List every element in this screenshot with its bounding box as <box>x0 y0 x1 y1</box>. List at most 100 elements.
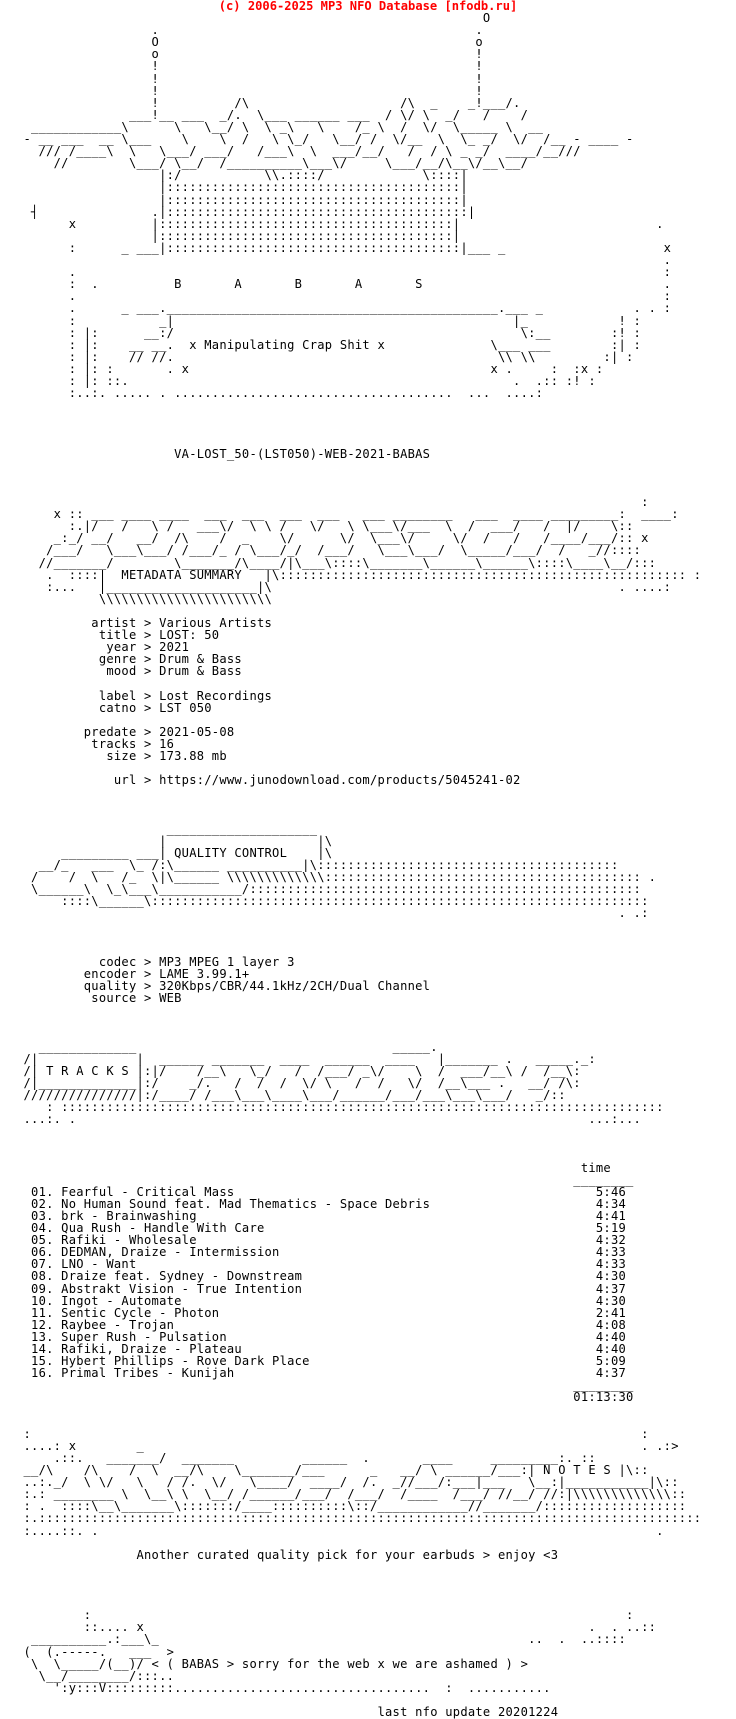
nfo-line: \______\ \_\___\___________/::::::::::::… <box>16 882 642 897</box>
nfo-line: :... |____________________|\ . ....: <box>16 579 672 594</box>
nfo-line: 03. brk - Brainwashing 4:41 <box>16 1208 627 1223</box>
nfo-line: . . <box>16 23 483 38</box>
nfo-line: ! ! <box>16 83 483 98</box>
nfo-line: tracks > 16 <box>16 737 175 751</box>
nfo-line: catno > LST 050 <box>16 700 212 715</box>
nfo-line: encoder > LAME 3.99.1+ <box>16 966 250 981</box>
nfo-line: \__/________/:::.. <box>16 1668 175 1683</box>
nfo-line: ! ! <box>16 59 483 74</box>
nfo-line: \\\\\\\\\\\\\\\\\\\\\\\ <box>16 591 273 606</box>
nfo-line: 14. Rafiki, Draize - Plateau 4:40 <box>16 1342 627 1356</box>
nfo-line: \ \_____/(__)/ < ( BABAS > sorry for the… <box>16 1656 529 1671</box>
nfo-line: genre > Drum & Bass <box>16 652 242 667</box>
nfo-line: 02. No Human Sound feat. Mad Thematics -… <box>16 1196 627 1211</box>
nfo-line: : . B A B A S . <box>16 277 672 292</box>
nfo-line: quality > 320Kbps/CBR/44.1kHz/2CH/Dual C… <box>16 979 431 993</box>
nfo-line: 09. Abstrakt Vision - True Intention 4:3… <box>16 1281 627 1296</box>
nfo-line: o ! <box>16 47 483 62</box>
nfo-line: url > https://www.junodownload.com/produ… <box>16 773 521 788</box>
nfo-line: . : <box>16 265 672 280</box>
nfo-line: 04. Qua Rush - Handle With Care 5:19 <box>16 1221 627 1235</box>
nfo-line: 11. Sentic Cycle - Photon 2:41 <box>16 1305 627 1320</box>
nfo-line: : |: __ __. x Manipulating Crap Shit x \… <box>16 337 642 352</box>
nfo-line: ///////////////|:/____/ /___\___\____\__… <box>16 1087 566 1102</box>
nfo-line: : _| |_ ! : <box>16 313 642 328</box>
nfo-line: ....: x _ . .:> <box>16 1438 679 1453</box>
nfo-line: :..:. ..... . ..........................… <box>16 386 544 401</box>
nfo-line: . <box>16 253 672 267</box>
nfo-line: |:/ \\.::::/ \::::| <box>16 168 468 183</box>
nfo-line: :.::::::::::::::::::::::::::::::::::::::… <box>16 1511 702 1526</box>
nfo-line: predate > 2021-05-08 <box>16 724 235 739</box>
nfo-line: ! /\ /\ _ _!___/. <box>16 95 521 110</box>
nfo-line: ! ! <box>16 71 483 86</box>
nfo-line: Another curated quality pick for your ea… <box>16 1547 559 1562</box>
nfo-line: /// /____\ \ \___/ ___/ /___\ \ ___/__/ … <box>16 144 589 159</box>
nfo-page: (c) 2006-2025 MP3 NFO Database [nfodb.ru… <box>16 0 702 1718</box>
nfo-line: ::.... x . . ..:: <box>16 1620 657 1635</box>
nfo-line: _____________ _____. <box>16 1039 438 1054</box>
nfo-line: title > LOST: 50 <box>16 628 220 643</box>
nfo-line: ( (.-----. ___ > <box>16 1644 175 1659</box>
nfo-line: mood > Drum & Bass <box>16 664 242 679</box>
nfo-line: . ::::| METADATA SUMMARY |\:::::::::::::… <box>16 567 702 582</box>
nfo-line: /___/ \___\___/ /___/_ / \___/_/ /___/ \… <box>16 543 642 558</box>
nfo-line: : ::::::::::::::::::::::::::::::::::::::… <box>16 1100 664 1114</box>
nfo-line: /| | ______ _______ ____ ______ ____ |__… <box>16 1051 596 1066</box>
nfo-line: 08. Draize feat. Sydney - Downstream 4:3… <box>16 1269 627 1284</box>
nfo-line: : |: // //. \\ \\ :| : <box>16 349 634 364</box>
nfo-line: __/\ /\ / \ __/\ \_______/___ _ __/ \ __… <box>16 1463 649 1477</box>
nfo-line: _________ ___| QUALITY CONTROL |\ <box>16 845 333 860</box>
nfo-line: __/_ ___ \_ /:\______ __________|\::::::… <box>16 858 619 872</box>
nfo-line: |:::::::::::::::::::::::::::::::::::::::… <box>16 192 468 207</box>
nfo-line: 12. Raybee - Trojan 4:08 <box>16 1317 627 1332</box>
nfo-line: O <box>16 11 491 25</box>
site-header[interactable]: (c) 2006-2025 MP3 NFO Database [nfodb.ru… <box>218 0 518 13</box>
nfo-line: 07. LNO - Want 4:33 <box>16 1257 627 1272</box>
nfo-line: :.: ________ \ \__\ \ \__/ /______/___/ … <box>16 1487 687 1502</box>
nfo-line: /|_____________|:/ _/. / / / \/ \ / / \/… <box>16 1075 581 1090</box>
nfo-line: ________ <box>16 1378 634 1393</box>
nfo-line: 10. Ingot - Automate 4:30 <box>16 1293 627 1308</box>
nfo-line: : |: __:/ \:__ :! : <box>16 325 642 340</box>
nfo-line: |:::::::::::::::::::::::::::::::::::::::… <box>16 228 461 243</box>
nfo-line: ________ <box>16 1172 634 1187</box>
nfo-line: | |\ <box>16 833 333 848</box>
nfo-line: ____________________ <box>16 821 318 836</box>
nfo-line: // \___/ \__/ /__________\___\/ \___/__/… <box>16 156 536 171</box>
nfo-line: . : <box>16 289 672 304</box>
nfo-line: artist > Various Artists <box>16 616 273 630</box>
nfo-line: : : <box>16 1608 634 1623</box>
nfo-line: : <box>16 495 649 509</box>
nfo-line: 01. Fearful - Critical Mass 5:46 <box>16 1184 627 1199</box>
nfo-line: . .: <box>16 906 649 921</box>
nfo-line: x |:::::::::::::::::::::::::::::::::::::… <box>16 216 664 231</box>
nfo-line: size > 173.88 mb <box>16 749 227 764</box>
nfo-line: : |: : . x x . : :x : <box>16 361 604 376</box>
nfo-line: :....::. . . <box>16 1523 664 1538</box>
nfo-line: ┤ .|::::::::::::::::::::::::::::::::::::… <box>16 204 476 219</box>
nfo-line: :.|/ / \ / ___\/ \ \ / \/ \ \___\/___ \ … <box>16 519 634 534</box>
nfo-line: |:::::::::::::::::::::::::::::::::::::::… <box>16 180 468 195</box>
nfo-line: //_______/ \_______/\____/|\___\::::\___… <box>16 555 657 570</box>
nfo-line: 16. Primal Tribes - Kunijah 4:37 <box>16 1366 627 1381</box>
nfo-line: label > Lost Recordings <box>16 688 273 703</box>
nfo-line: ___!__ ___ _/. \___ ______ ___ / \/ \ _/… <box>16 107 529 122</box>
nfo-line: : _ ___|::::::::::::::::::::::::::::::::… <box>16 240 672 255</box>
nfo-line: time <box>16 1160 611 1175</box>
nfo-line: _:_/ __/ __/ /\ / _ \/ \/ \___\/ \/ / / … <box>16 531 649 546</box>
nfo-line: /| T R A C K S |:|/ /__\ \_/ / /___/ _\/… <box>16 1063 581 1078</box>
nfo-line: x :: ___ ____ ____ ___ ___ ___ ___ ___ _… <box>16 507 679 522</box>
nfo-line: - __ ___ __ \___ \ \ / \ \_/ \__/ / \/__… <box>16 132 634 146</box>
nfo-line: 15. Hybert Phillips - Rove Dark Place 5:… <box>16 1354 627 1369</box>
nfo-line: .::. _______/ _______ ______ . ____ ____… <box>16 1450 596 1465</box>
nfo-line: : : <box>16 1426 649 1441</box>
nfo-line: 01:13:30 <box>16 1390 634 1405</box>
nfo-line: O o <box>16 35 483 50</box>
nfo-line: / / \ /_ \|\______ \\\\\\\\\\\\\::::::::… <box>16 870 657 885</box>
nfo-line: __________.:___\_ .. . ..:::: <box>16 1632 627 1647</box>
nfo-line: VA-LOST_50-(LST050)-WEB-2021-BABAS <box>16 446 431 461</box>
nfo-line: ..:._/ \ \/ \ / /. \/ \____/ ____/ /. _/… <box>16 1475 679 1490</box>
nfo-line: ...:. . ...:... <box>16 1112 642 1127</box>
nfo-line: year > 2021 <box>16 640 190 655</box>
